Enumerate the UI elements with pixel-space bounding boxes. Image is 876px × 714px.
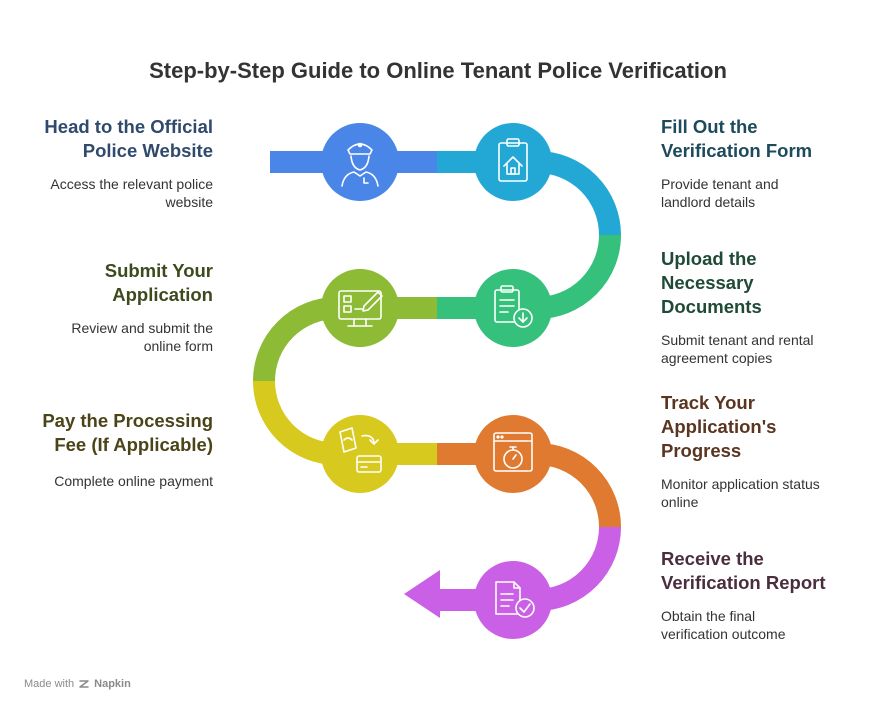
browser-stopwatch-icon: [493, 432, 533, 472]
arrow-shaft: [436, 589, 466, 611]
document-checkmark-icon: [495, 581, 535, 618]
step-7-description: Obtain the final verification outcome: [661, 608, 786, 642]
monitor-form-edit-icon: [338, 290, 383, 327]
step-6-title: Track Your Application's Progress: [661, 392, 777, 461]
napkin-logo-icon: [79, 680, 89, 688]
step-3-node: [474, 269, 552, 347]
step-2-description: Provide tenant and landlord details: [661, 176, 779, 210]
footer-made-with: Made with: [24, 678, 75, 690]
step-1-description: Access the relevant police website: [50, 176, 213, 210]
document-download-icon: [494, 285, 533, 328]
footer-brand: Napkin: [94, 678, 131, 690]
step-4-node: [321, 269, 399, 347]
step-5-description: Complete online payment: [54, 473, 213, 489]
step-7-title: Receive the Verification Report: [661, 548, 826, 593]
step-6-node: [474, 415, 552, 493]
step-1-node: [321, 123, 399, 201]
police-officer-icon: [341, 142, 379, 187]
step-4-description: Review and submit the online form: [71, 320, 213, 354]
step-5-node: [321, 415, 399, 493]
step-5-title: Pay the Processing Fee (If Applicable): [42, 410, 213, 455]
step-2-node: [474, 123, 552, 201]
step-1-title: Head to the Official Police Website: [44, 116, 213, 161]
footer-attribution: Made with Napkin: [24, 678, 131, 690]
step-3-title: Upload the Necessary Documents: [661, 248, 762, 317]
step-4-title: Submit Your Application: [104, 260, 213, 305]
step-6-description: Monitor application status online: [661, 476, 820, 510]
step-3-description: Submit tenant and rental agreement copie…: [661, 332, 814, 366]
payment-card-icon: [339, 427, 382, 473]
clipboard-house-icon: [498, 138, 528, 182]
step-7-node: [474, 561, 552, 639]
end-arrowhead: [404, 570, 440, 618]
step-2-title: Fill Out the Verification Form: [661, 116, 813, 161]
page-title: Step-by-Step Guide to Online Tenant Poli…: [149, 58, 727, 83]
